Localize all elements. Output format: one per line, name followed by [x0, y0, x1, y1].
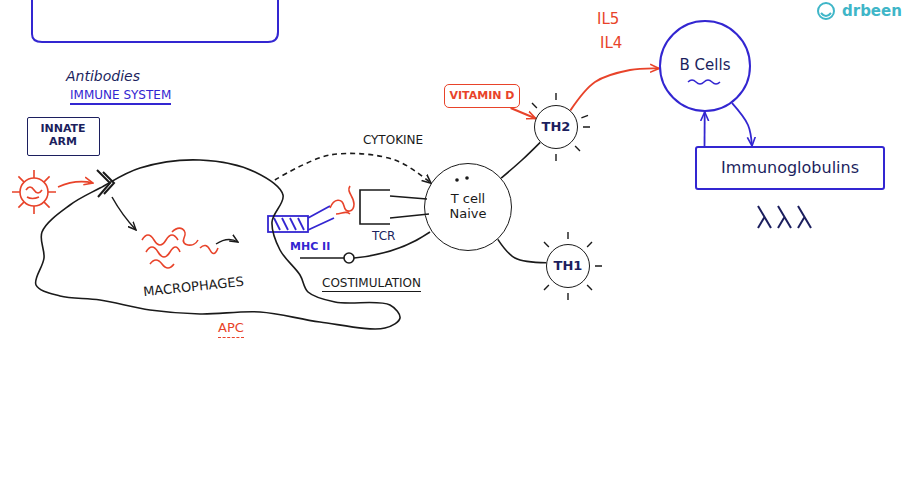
th1-rays: [544, 232, 602, 300]
cell-label: TH1: [554, 259, 583, 274]
antibody-symbols: [758, 206, 811, 228]
th1-rays: [544, 232, 602, 300]
costimulation-label: COSTIMULATION: [322, 276, 421, 292]
node-text-group: TH1: [554, 259, 583, 274]
interleukin-signal: [570, 68, 659, 110]
cell-label: B Cells: [680, 57, 731, 74]
th1-cell: TH1: [546, 244, 590, 288]
box-label: Immunoglobulins: [721, 159, 859, 177]
node-text-group: TH2: [542, 120, 571, 135]
virus-arrow: [58, 182, 93, 187]
tcr-receptor: [360, 190, 390, 224]
mhc-ii-molecule: [274, 218, 304, 230]
engulfed-pathogen: [142, 235, 178, 245]
cell-membrane: [35, 160, 400, 329]
virus: [26, 187, 42, 199]
th2-cell: TH2: [534, 105, 578, 149]
node-text-group: MACROPHAGES: [142, 275, 244, 300]
engulfed-pathogen: [200, 245, 218, 253]
top-frame: [32, 0, 278, 42]
engulfed-pathogen: [172, 228, 198, 245]
innate-arm-box: INNATE ARM: [27, 117, 100, 156]
t-cell-face: [455, 178, 459, 182]
cell-label: TH2: [542, 120, 571, 135]
antibody-symbols: [778, 206, 791, 228]
cell-membrane: [30, 150, 405, 335]
logo-icon: [818, 3, 834, 19]
node-text-group: Immunoglobulins: [721, 159, 859, 177]
node-text-group: INNATE ARM: [33, 123, 93, 148]
watermark: drbeen: [842, 2, 902, 20]
engulfed-pathogen: [142, 228, 218, 268]
tcr-receptor: [360, 190, 429, 224]
b-cell-underline: [688, 80, 720, 84]
engulfed-pathogen: [146, 247, 180, 257]
topic-heading: Antibodies: [66, 68, 140, 85]
th2-rays: [532, 93, 590, 161]
surface-receptor: [97, 170, 114, 197]
node-text-group: T cell Naive: [442, 192, 494, 222]
cytokine-signal: [275, 153, 431, 183]
cell-label: MACROPHAGES: [142, 275, 244, 300]
costimulatory-pair: [300, 257, 344, 259]
vitamin-d-box: VITAMIN D: [444, 84, 520, 108]
th2-differentiation: [501, 142, 540, 178]
vitamin-d-influence: [511, 108, 536, 119]
interleukin-label: IL5: [597, 10, 619, 28]
t-cell-face: [465, 176, 469, 180]
th1-differentiation: [498, 239, 546, 262]
macrophage-cell: MACROPHAGES: [30, 150, 405, 335]
topic-subheading: IMMUNE SYSTEM: [70, 88, 171, 105]
logo-icon: [821, 13, 831, 16]
edge-label: CYTOKINE: [360, 133, 426, 147]
naive-t-cell: T cell Naive: [424, 163, 512, 251]
virus: [12, 170, 56, 214]
mhc-ii-molecule: [308, 206, 334, 230]
logo-icon: [818, 3, 834, 19]
cell-label: T cell Naive: [442, 192, 494, 222]
mhc-ii-molecule: [268, 216, 308, 232]
processing-arrow: [216, 239, 238, 244]
presented-antigen: [336, 212, 350, 214]
interleukin-label: IL4: [600, 34, 622, 52]
t-cell-face: [455, 176, 469, 182]
node-text-group: VITAMIN D: [450, 90, 515, 103]
apc-label: APC: [218, 320, 244, 338]
b-cell: B Cells: [659, 20, 751, 112]
antibody-symbols: [758, 206, 771, 228]
engulfed-pathogen: [150, 260, 174, 268]
presented-antigen: [330, 186, 354, 214]
presented-antigen: [330, 186, 354, 211]
immunoglobulin-feedback: [704, 112, 706, 146]
antibody-production: [732, 103, 752, 146]
mhc-label: MHC II: [290, 240, 330, 253]
immunoglobulin-box: Immunoglobulins: [695, 146, 885, 190]
tcr-label: TCR: [372, 229, 395, 243]
uptake-arrow: [112, 197, 136, 230]
virus: [12, 170, 56, 214]
th2-rays: [532, 93, 590, 161]
box-label: INNATE ARM: [33, 123, 93, 148]
antibody-symbols: [798, 206, 811, 228]
box-label: VITAMIN D: [450, 90, 515, 103]
costimulatory-pair: [344, 253, 354, 263]
virus: [20, 178, 48, 206]
node-text-group: B Cells: [680, 57, 731, 74]
